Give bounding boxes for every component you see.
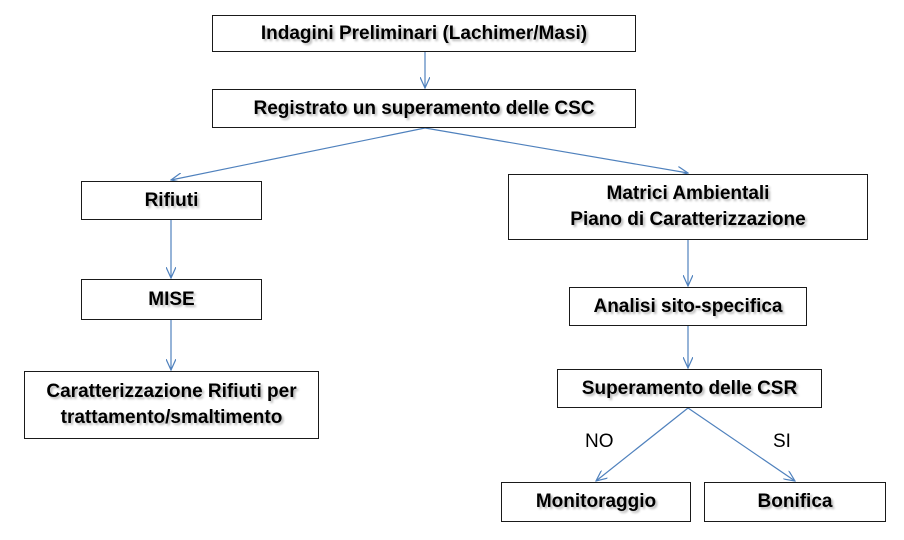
- node-matrici-label-line2: Piano di Caratterizzazione: [570, 209, 806, 230]
- edge-label-no: NO: [585, 431, 614, 452]
- node-monitoraggio-label: Monitoraggio: [535, 491, 657, 512]
- node-bonifica: Bonifica: [704, 482, 886, 522]
- node-matrici-label-line1: Matrici Ambientali: [606, 183, 770, 204]
- node-rifiuti: Rifiuti: [81, 181, 262, 220]
- node-superamento-csr: Superamento delle CSR: [557, 369, 822, 408]
- node-indagini-label: Indagini Preliminari (Lachimer/Masi): [260, 22, 588, 44]
- arrow-superamento-to-bonifica: [687, 407, 795, 481]
- node-caratterizzazione-label-line2: trattamento/smaltimento: [60, 407, 283, 428]
- node-registrato-label: Registrato un superamento delle CSC: [253, 97, 595, 119]
- node-superamento-label: Superamento delle CSR: [581, 377, 798, 399]
- node-mise-label: MISE: [148, 288, 195, 310]
- node-caratterizzazione-rifiuti: Caratterizzazione Rifiuti per trattament…: [24, 371, 319, 439]
- node-rifiuti-label: Rifiuti: [144, 189, 199, 211]
- arrow-registrato-to-matrici: [424, 127, 688, 173]
- node-matrici-ambientali: Matrici Ambientali Piano di Caratterizza…: [508, 174, 868, 240]
- node-indagini-preliminari: Indagini Preliminari (Lachimer/Masi): [212, 15, 636, 52]
- arrow-superamento-to-monitoraggio: [596, 407, 689, 481]
- node-analisi-sito-specifica: Analisi sito-specifica: [569, 287, 807, 326]
- node-mise: MISE: [81, 279, 262, 320]
- node-registrato-superamento-csc: Registrato un superamento delle CSC: [212, 89, 636, 128]
- arrow-registrato-to-rifiuti: [171, 127, 426, 180]
- node-caratterizzazione-label-line1: Caratterizzazione Rifiuti per: [46, 381, 297, 402]
- node-monitoraggio: Monitoraggio: [501, 482, 691, 522]
- edge-label-si: SI: [773, 431, 791, 452]
- node-analisi-label: Analisi sito-specifica: [593, 295, 783, 317]
- node-bonifica-label: Bonifica: [757, 491, 833, 512]
